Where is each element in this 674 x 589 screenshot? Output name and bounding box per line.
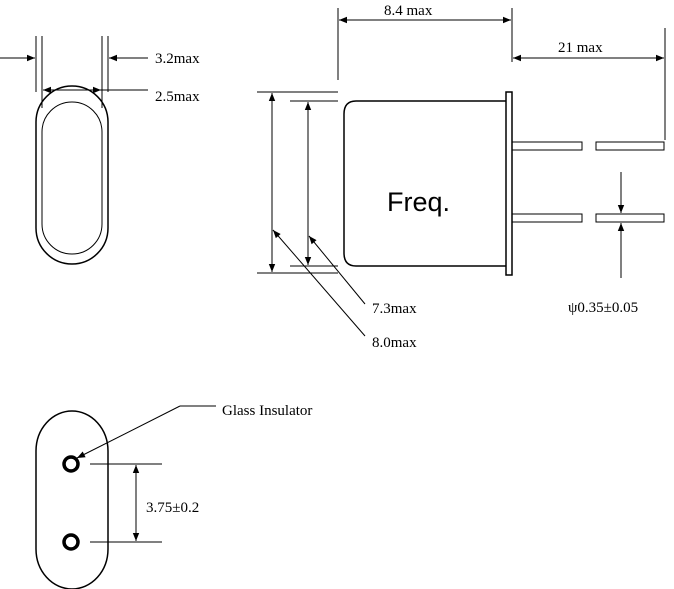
lead-upper-end: [595, 141, 665, 151]
label-glass-insulator: Glass Insulator: [222, 403, 312, 419]
leader-glass-insulator: [76, 405, 181, 459]
label-lead-diameter: ψ0.35±0.05: [568, 300, 638, 316]
leader-inner-height: [308, 235, 366, 305]
label-overall-width: 3.2max: [155, 51, 200, 67]
pin-lower: [62, 533, 80, 551]
base-outline: [35, 410, 109, 589]
side-view: 3.2max 2.5max: [0, 36, 200, 265]
lead-lower-end: [595, 213, 665, 223]
side-view-inner-outline: [41, 101, 103, 255]
bottom-view: Glass Insulator 3.75±0.2: [35, 403, 312, 589]
label-freq: Freq.: [387, 187, 450, 217]
label-lead-length: 21 max: [558, 40, 603, 56]
label-outer-height: 8.0max: [372, 335, 417, 351]
pin-upper: [62, 455, 80, 473]
lead-upper-stub: [511, 141, 583, 151]
can-flange: [505, 91, 513, 276]
front-view: Freq. 8.4 max 21 max 7.3max 8.0max ψ0.35…: [257, 3, 666, 351]
can-body-outline: [343, 100, 506, 267]
label-pin-spacing: 3.75±0.2: [146, 500, 199, 516]
label-body-length: 8.4 max: [384, 3, 433, 19]
side-view-outer-outline: [35, 85, 109, 265]
label-inner-height: 7.3max: [372, 301, 417, 317]
lead-lower-stub: [511, 213, 583, 223]
label-inner-width: 2.5max: [155, 89, 200, 105]
leader-outer-height: [272, 229, 366, 337]
